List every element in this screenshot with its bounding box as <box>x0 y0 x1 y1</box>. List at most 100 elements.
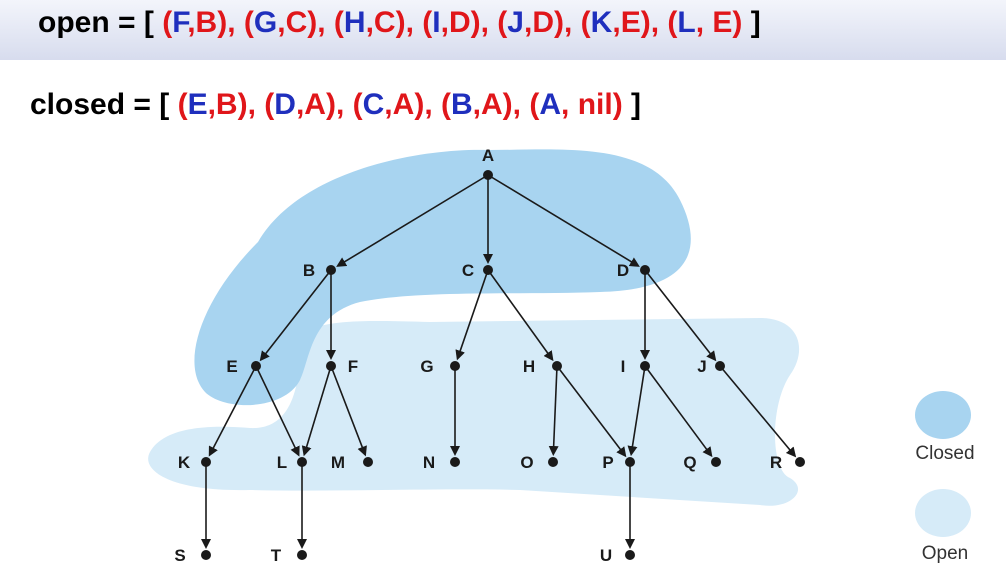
pair-node: C <box>362 88 385 121</box>
node-e <box>251 361 261 371</box>
edge-e-k <box>208 365 257 457</box>
pair-parent: C <box>285 6 308 39</box>
node-a <box>483 170 493 180</box>
node-h <box>552 361 562 371</box>
list-pair: (G,C) <box>243 6 318 39</box>
edge-j-r <box>719 365 797 458</box>
pair-node: A <box>539 88 562 121</box>
list-pair: (J,D) <box>497 6 564 39</box>
edge-a-d <box>487 174 640 267</box>
node-s <box>201 550 211 560</box>
node-label-s: S <box>174 546 185 565</box>
node-label-p: P <box>602 453 613 472</box>
node-label-f: F <box>348 357 358 376</box>
pair-parent: nil <box>577 88 613 121</box>
pair-node: D <box>274 88 296 121</box>
node-label-l: L <box>277 453 287 472</box>
node-c <box>483 265 493 275</box>
node-label-k: K <box>178 453 191 472</box>
pair-parent: B <box>215 88 238 121</box>
node-n <box>450 457 460 467</box>
pair-node: E <box>187 88 208 121</box>
edge-h-p <box>556 365 627 458</box>
edge-d-j <box>644 269 717 362</box>
edge-i-q <box>644 365 713 458</box>
closed-list: closed = [ (E,B), (D,A), (C,A), (B,A), (… <box>30 88 642 121</box>
node-label-h: H <box>523 357 535 376</box>
edge-i-p <box>627 365 646 457</box>
node-l <box>297 457 307 467</box>
list-pair: (E,B) <box>177 88 248 121</box>
list-pair: (K,E) <box>580 6 651 39</box>
node-label-c: C <box>462 261 474 280</box>
list-pair: (F,B) <box>162 6 228 39</box>
node-r <box>795 457 805 467</box>
node-i <box>640 361 650 371</box>
edge-c-g <box>455 269 489 361</box>
list-pair: (C,A) <box>352 88 425 121</box>
edge-c-h <box>487 269 554 362</box>
open-region <box>148 318 800 506</box>
pair-parent: A <box>304 88 326 121</box>
open-list-banner <box>0 0 1006 60</box>
edge-f-l <box>301 365 332 457</box>
open-list: open = [ (F,B), (G,C), (H,C), (I,D), (J,… <box>38 6 761 39</box>
node-u <box>625 550 635 560</box>
list-pair: (D,A) <box>264 88 336 121</box>
legend-closed-swatch <box>915 391 971 439</box>
node-label-q: Q <box>683 453 696 472</box>
tree-edges <box>201 174 797 549</box>
edge-b-e <box>259 269 332 362</box>
legend-closed-label: Closed <box>915 443 974 464</box>
legend-open-swatch <box>915 489 971 537</box>
pair-node: J <box>507 6 524 39</box>
list-pair: (B,A) <box>440 88 513 121</box>
pair-parent: E <box>620 6 641 39</box>
list-pair: (I,D) <box>422 6 481 39</box>
node-o <box>548 457 558 467</box>
pair-parent: D <box>448 6 471 39</box>
pair-node: G <box>253 6 278 39</box>
node-k <box>201 457 211 467</box>
node-t <box>297 550 307 560</box>
node-label-e: E <box>226 357 237 376</box>
edge-e-l <box>255 365 300 457</box>
pair-parent: E <box>712 6 733 39</box>
node-label-m: M <box>331 453 345 472</box>
node-j <box>715 361 725 371</box>
list-pair: (H,C) <box>333 6 406 39</box>
pair-node: K <box>590 6 613 39</box>
pair-node: H <box>343 6 366 39</box>
pair-node: F <box>172 6 188 39</box>
pair-node: L <box>677 6 696 39</box>
node-label-r: R <box>770 453 782 472</box>
pair-parent: B <box>195 6 218 39</box>
node-b <box>326 265 336 275</box>
open-list-name: open <box>38 6 110 39</box>
pair-parent: A <box>392 88 415 121</box>
pair-parent: C <box>373 6 396 39</box>
node-label-b: B <box>303 261 315 280</box>
pair-parent: D <box>532 6 554 39</box>
node-label-a: A <box>482 146 494 165</box>
closed-region <box>194 149 691 406</box>
open-list-pairs: (F,B), (G,C), (H,C), (I,D), (J,D), (K,E)… <box>162 6 743 39</box>
node-label-n: N <box>423 453 435 472</box>
node-d <box>640 265 650 275</box>
node-m <box>363 457 373 467</box>
edge-a-b <box>336 174 489 267</box>
node-g <box>450 361 460 371</box>
node-label-i: I <box>621 357 626 376</box>
pair-parent: A <box>481 88 503 121</box>
node-label-o: O <box>520 453 533 472</box>
pair-node: B <box>450 88 473 121</box>
edge-f-m <box>330 365 367 457</box>
pair-node: I <box>432 6 441 39</box>
node-p <box>625 457 635 467</box>
node-label-u: U <box>600 546 612 565</box>
list-pair: (A, nil) <box>529 88 623 121</box>
node-q <box>711 457 721 467</box>
edge-h-o <box>548 365 559 457</box>
